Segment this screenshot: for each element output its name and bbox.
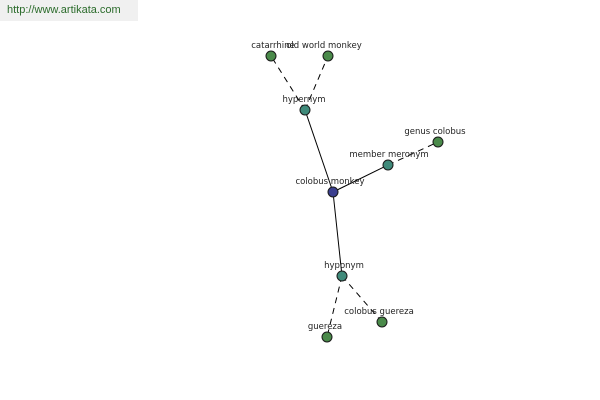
node-layer <box>265 50 444 343</box>
node-label-colobus: colobus monkey <box>295 177 364 187</box>
node-label-oldworld: old world monkey <box>286 41 362 51</box>
node-label-catarrhine: catarrhine <box>251 41 294 51</box>
label-layer: colobus monkey hypernym hyponym member mero… <box>251 41 466 332</box>
node-hypernym[interactable] <box>299 104 311 116</box>
node-colguereza[interactable] <box>376 316 388 328</box>
edge-colobus-meronym <box>332 164 389 193</box>
node-label-colguereza: colobus guereza <box>344 307 414 317</box>
node-label-guereza: guereza <box>308 322 342 332</box>
node-label-hyponym: hyponym <box>324 261 364 271</box>
edge-meronym-genus <box>387 141 439 166</box>
edge-colobus-hypernym <box>304 109 334 193</box>
edge-colobus-hyponym <box>332 191 343 277</box>
node-meronym[interactable] <box>382 159 394 171</box>
node-label-hypernym: hypernym <box>282 95 325 105</box>
node-genus[interactable] <box>432 136 444 148</box>
node-catarrhine[interactable] <box>265 50 277 62</box>
node-colobus[interactable] <box>327 186 339 198</box>
node-label-meronym: member meronym <box>349 150 428 160</box>
edge-hypernym-oldworld <box>304 55 329 111</box>
node-oldworld[interactable] <box>322 50 334 62</box>
edge-layer <box>270 55 439 338</box>
node-hyponym[interactable] <box>336 270 348 282</box>
node-label-genus: genus colobus <box>404 127 466 137</box>
watermark-url: http://www.artikata.com <box>0 0 138 21</box>
node-guereza[interactable] <box>321 331 333 343</box>
